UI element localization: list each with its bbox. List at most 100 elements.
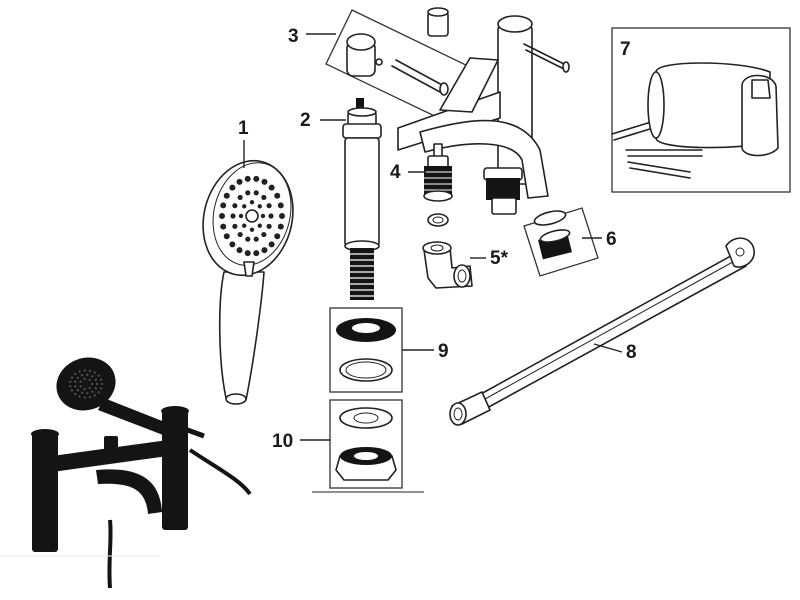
photo-right-lever: [181, 425, 205, 439]
fibre-washer: [339, 407, 393, 429]
part-7-wall-bracket: [611, 27, 791, 193]
nozzle-dot: [245, 190, 251, 196]
nozzle-dot: [261, 231, 267, 238]
photo-nozzle-dot: [100, 387, 103, 390]
nozzle-dot: [249, 227, 255, 232]
nozzle-dot: [274, 192, 281, 199]
spray-selector: [243, 261, 255, 277]
callout-3: 3: [288, 26, 299, 47]
nozzle-dot: [253, 250, 260, 257]
photo-nozzle-dot: [93, 394, 96, 397]
nozzle-dot: [236, 247, 243, 254]
nozzle-dot: [268, 241, 275, 248]
nozzle-dot: [223, 192, 230, 199]
nozzle-dot: [266, 203, 272, 209]
callout-10: 10: [272, 431, 293, 452]
photo-nozzle-dot: [76, 389, 79, 392]
callout-4: 4: [390, 162, 401, 183]
nozzle-dot: [229, 241, 236, 248]
photo-nozzle-dot: [90, 382, 94, 386]
part-1-shower-handset: [202, 159, 294, 405]
part-4-diverter-cartridge: [423, 143, 453, 227]
nozzle-dot: [253, 236, 259, 242]
grub-screw: [375, 58, 383, 66]
spray-nozzles: [219, 175, 285, 257]
nozzle-dot: [274, 233, 281, 240]
nozzle-dot: [219, 213, 225, 219]
nozzle-dot: [220, 202, 227, 209]
photo-nozzle-dot: [74, 380, 77, 383]
bath-filler-body: [397, 7, 570, 215]
photo-nozzle-dot: [78, 395, 81, 398]
photo-nozzle-dot: [74, 372, 77, 376]
photo-nozzle-dot: [69, 380, 72, 383]
photo-nozzle-dot: [93, 371, 96, 374]
handset-handle: [218, 271, 265, 401]
photo-nozzle-dot: [69, 385, 72, 388]
photo-nozzle-dot: [79, 385, 82, 388]
nozzle-dot: [253, 190, 259, 196]
nozzle-dot: [268, 213, 274, 219]
part-3-handle-inset: [325, 9, 469, 121]
photo-nozzle-dot: [94, 378, 97, 381]
nozzle-dot: [220, 223, 227, 230]
photo-nozzle-dot: [97, 374, 100, 377]
nozzle-dot: [238, 213, 244, 219]
photo-nozzle-dot: [70, 389, 74, 392]
nozzle-dot: [277, 202, 284, 209]
nozzle-dot: [244, 250, 251, 257]
photo-nozzle-dot: [79, 380, 82, 383]
nozzle-dot: [261, 194, 267, 201]
nozzle-dot: [223, 233, 230, 240]
photo-shower-head: [56, 357, 116, 411]
photo-nozzle-dot: [88, 396, 92, 399]
part-8-shower-hose: [449, 237, 755, 426]
nozzle-dot: [242, 204, 247, 209]
nozzle-dot: [249, 200, 255, 205]
photo-nozzle-dot: [100, 382, 104, 386]
left-pillar-body: [344, 137, 380, 247]
spindle-top: [356, 98, 364, 114]
nozzle-dot: [242, 223, 247, 228]
part-5-elbow-connector: [422, 241, 473, 289]
nozzle-dot: [237, 231, 243, 238]
leader-lines: [243, 33, 623, 441]
spout: [419, 119, 549, 199]
nozzle-dot: [237, 194, 243, 201]
photo-nozzle-dot: [88, 378, 91, 382]
callout-7: 7: [620, 39, 631, 60]
photo-nozzle-dot: [100, 378, 103, 381]
part-2-left-pillar: [342, 98, 382, 300]
callout-5: 5*: [490, 248, 509, 269]
nozzle-dot: [230, 213, 236, 219]
nozzle-dot: [266, 223, 272, 229]
nozzle-dot: [277, 223, 284, 230]
nozzle-dot: [279, 213, 285, 219]
photo-left-pillar: [32, 434, 58, 552]
nozzle-dot: [253, 175, 260, 182]
photo-nozzle-dot: [86, 392, 89, 395]
photo-nozzle-dot: [97, 391, 100, 394]
callout-8: 8: [626, 342, 637, 363]
photo-nozzle-dot: [70, 376, 74, 379]
nozzle-dot: [245, 236, 251, 242]
photo-spout: [96, 469, 162, 514]
nozzle-dot: [232, 223, 238, 229]
photo-nozzle-dot: [88, 386, 91, 390]
part-10-backnut-set: [329, 399, 403, 489]
nozzle-dot: [229, 184, 236, 191]
hose-body: [469, 251, 747, 415]
part-9-washer-set: [329, 307, 403, 393]
handle-knob-top: [346, 33, 376, 51]
photo-nozzle-dot: [88, 369, 92, 372]
callout-labels: 1 2 3 4 5* 6 7 8 9 10: [238, 26, 637, 452]
product-photo-black-bath-shower-mixer: [0, 357, 252, 589]
photo-nozzle-dot: [95, 382, 99, 386]
part-6-aerator-inset: [523, 207, 599, 277]
diverter-washer: [427, 213, 449, 227]
nozzle-dot: [261, 178, 268, 185]
o-ring: [339, 358, 393, 382]
photo-nozzle-dot: [83, 369, 86, 372]
nozzle-dot: [257, 204, 262, 209]
